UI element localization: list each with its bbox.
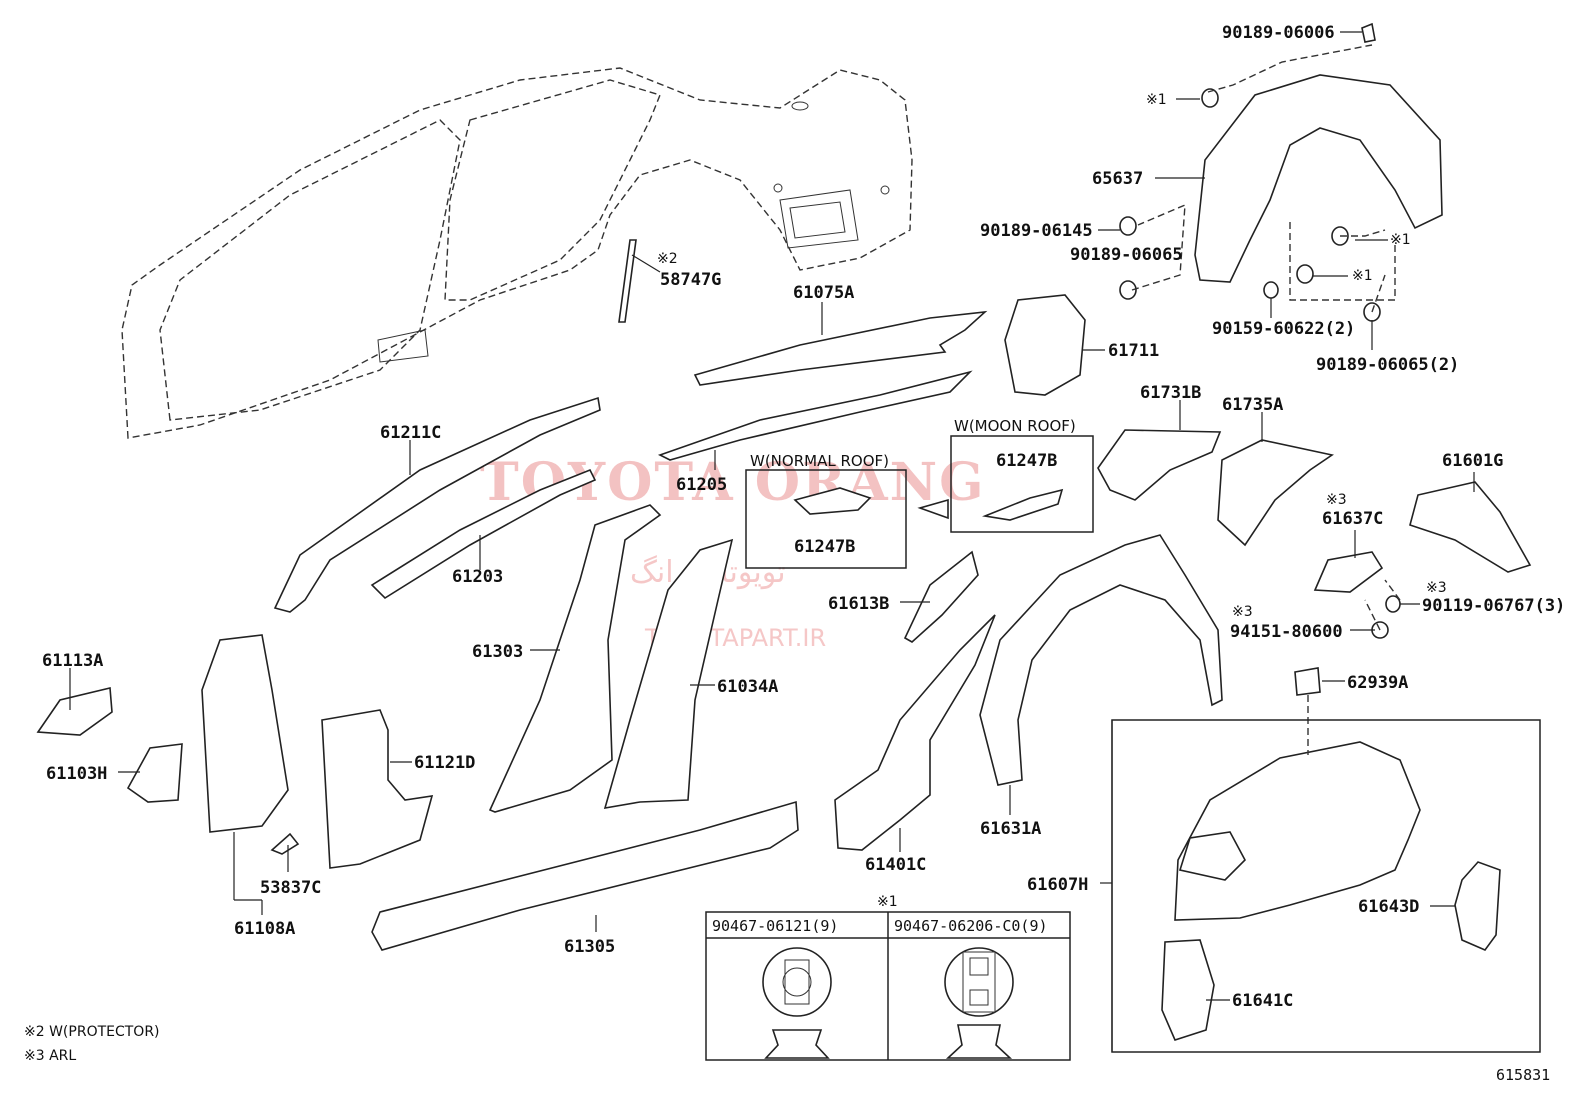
label-61211C: 61211C <box>380 423 441 443</box>
label-61401C: 61401C <box>865 855 926 875</box>
marker-1-c: ※1 <box>1352 268 1373 284</box>
clip-icon-1 <box>762 947 832 1059</box>
label-90119-06767: 90119-06767(3) <box>1422 596 1565 616</box>
reference-markers: ※1 ※1 ※1 ※2 ※3 ※3 ※3 ※1 <box>657 92 1447 910</box>
label-90189-06145: 90189-06145 <box>980 221 1093 241</box>
marker-1-table: ※1 <box>877 894 898 910</box>
marker-3-b: ※3 <box>1426 580 1447 596</box>
note-protector: ※2 W(PROTECTOR) <box>24 1024 160 1040</box>
label-61637C: 61637C <box>1322 509 1383 529</box>
figure-id: 615831 <box>1496 1066 1550 1084</box>
footnotes: ※2 W(PROTECTOR) ※3 ARL 615831 <box>24 1024 1550 1084</box>
part-labels: 90189-06006 65637 90189-06145 90189-0606… <box>42 23 1565 1011</box>
clip-table-col1: 90467-06121(9) <box>712 917 838 935</box>
leader-lines <box>69 31 1475 1052</box>
label-61121D: 61121D <box>414 753 475 773</box>
label-61643D: 61643D <box>1358 897 1419 917</box>
label-61103H: 61103H <box>46 764 107 784</box>
captions: W(NORMAL ROOF) W(MOON ROOF) 90467-06121(… <box>712 417 1076 935</box>
watermark: TOYOTA ORANG تویوتا اورانگ TOYOTAPART.IR <box>480 452 986 652</box>
note-arl: ※3 ARL <box>24 1048 76 1064</box>
label-94151-80600: 94151-80600 <box>1230 622 1343 642</box>
caption-normal-roof: W(NORMAL ROOF) <box>750 452 889 470</box>
label-61631A: 61631A <box>980 819 1041 839</box>
label-61731B: 61731B <box>1140 383 1201 403</box>
label-53837C: 53837C <box>260 878 321 898</box>
clip-icon-2 <box>944 947 1014 1059</box>
label-61711: 61711 <box>1108 341 1159 361</box>
label-90189-06065: 90189-06065 <box>1070 245 1183 265</box>
label-61075A: 61075A <box>793 283 854 303</box>
part-shapes <box>36 22 1532 1041</box>
label-61113A: 61113A <box>42 651 103 671</box>
watermark-brand: TOYOTA ORANG <box>480 452 986 513</box>
label-61034A: 61034A <box>717 677 778 697</box>
guide-lines <box>1131 44 1401 755</box>
label-58747G: 58747G <box>660 270 721 290</box>
label-61205: 61205 <box>676 475 727 495</box>
label-61203: 61203 <box>452 567 503 587</box>
callout-boxes <box>705 435 1541 1061</box>
label-61601G: 61601G <box>1442 451 1503 471</box>
normal-roof-box <box>745 469 907 569</box>
label-61613B: 61613B <box>828 594 889 614</box>
label-61247B-normal: 61247B <box>794 537 855 557</box>
label-61303: 61303 <box>472 642 523 662</box>
label-61305: 61305 <box>564 937 615 957</box>
label-61108A: 61108A <box>234 919 295 939</box>
marker-2: ※2 <box>657 251 678 267</box>
marker-3-a: ※3 <box>1326 492 1347 508</box>
label-61607H: 61607H <box>1027 875 1088 895</box>
label-90159-60622: 90159-60622(2) <box>1212 319 1355 339</box>
label-62939A: 62939A <box>1347 673 1408 693</box>
marker-3-c: ※3 <box>1232 604 1253 620</box>
label-61735A: 61735A <box>1222 395 1283 415</box>
ghost-body-side <box>121 67 913 439</box>
moon-roof-box <box>950 435 1094 533</box>
label-65637: 65637 <box>1092 169 1143 189</box>
label-61247B-moon: 61247B <box>996 451 1057 471</box>
caption-moon-roof: W(MOON ROOF) <box>954 417 1076 435</box>
marker-1-a: ※1 <box>1146 92 1167 108</box>
clip-table-col2: 90467-06206-C0(9) <box>894 917 1048 935</box>
label-90189-06006: 90189-06006 <box>1222 23 1335 43</box>
label-61641C: 61641C <box>1232 991 1293 1011</box>
label-90189-06065-2: 90189-06065(2) <box>1316 355 1459 375</box>
wheelhouse-group-box <box>1111 719 1541 1053</box>
arrow-icon <box>917 498 949 520</box>
marker-1-b: ※1 <box>1390 232 1411 248</box>
